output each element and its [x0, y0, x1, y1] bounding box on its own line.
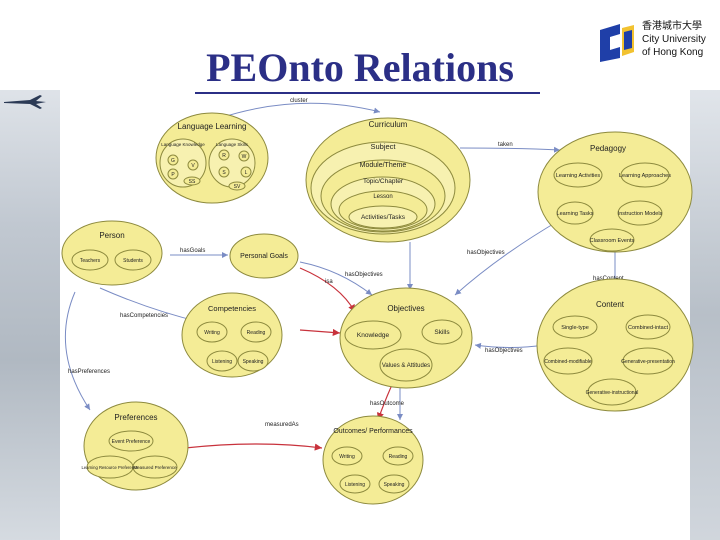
title-underline [195, 92, 540, 94]
preferences-title: Preferences [114, 413, 157, 422]
node-objectives [339, 287, 473, 389]
content-generative-instructional: Generative-instructional [586, 390, 639, 396]
curriculum-lesson: Lesson [373, 194, 392, 200]
edge-taken [459, 146, 561, 153]
edge-cluster [219, 102, 381, 119]
language-skills-label: Language Skills [216, 142, 249, 147]
ll-v: V [191, 163, 195, 169]
language-knowledge-label: Language Knowledge [161, 142, 205, 147]
node-language-learning [155, 112, 269, 204]
node-competencies [181, 292, 283, 378]
objectives-title: Objectives [387, 304, 424, 313]
edge-red-competencies-objectives [299, 328, 341, 337]
ll-s: S [222, 170, 226, 176]
competencies-speaking: Speaking [243, 359, 264, 365]
objectives-knowledge: Knowledge [357, 332, 390, 339]
competencies-title: Competencies [208, 304, 256, 313]
label-has-competencies: hasCompetencies [120, 313, 168, 319]
objectives-values: Values & Attitudes [382, 363, 430, 369]
logo-line-hk: of Hong Kong [642, 47, 704, 58]
ll-l: L [245, 170, 248, 176]
logo-chinese: 香港城市大學 [642, 21, 702, 32]
ll-p: P [171, 172, 175, 178]
ll-r: R [222, 153, 226, 159]
content-title: Content [596, 300, 625, 309]
person-teachers: Teachers [80, 258, 101, 264]
person-students: Students [123, 258, 143, 264]
personal-goals-title: Personal Goals [240, 253, 288, 260]
node-pedagogy [537, 131, 693, 253]
preferences-measured: Measured Preference [133, 465, 177, 470]
edge-red-preferences-outcomes [184, 443, 323, 451]
content-single-type: Single-type [561, 325, 589, 331]
label-has-objectives-1: hasObjectives [345, 272, 383, 278]
node-content [536, 278, 694, 412]
logo-text: 香港城市大學 City University of Hong Kong [642, 20, 706, 59]
ll-w: W [242, 154, 247, 160]
language-learning-title: Language Learning [178, 122, 247, 131]
curriculum-subject: Subject [370, 142, 396, 151]
label-has-preferences: hasPreferences [68, 369, 110, 375]
curriculum-activities: Activities/Tasks [361, 214, 406, 221]
outcomes-listening: Listening [345, 482, 365, 488]
node-curriculum [305, 117, 471, 243]
competencies-listening: Listening [212, 359, 232, 365]
pedagogy-learning-tasks: Learning Tasks [557, 211, 594, 217]
label-has-objectives-3: hasObjectives [485, 348, 523, 354]
node-outcomes [322, 415, 424, 505]
page-title: PEOnto Relations [206, 45, 514, 90]
ll-g: G [171, 158, 175, 164]
outcomes-reading: Reading [389, 454, 408, 460]
edge-has-objectives-goals [299, 261, 373, 296]
label-has-outcome: hasOutcome [370, 401, 405, 407]
outcomes-writing: Writing [339, 454, 355, 460]
content-combined-modifiable: Combined-modifiable [544, 359, 591, 365]
curriculum-module: Module/Theme [360, 162, 407, 169]
pedagogy-learning-activities: Learning Activities [556, 173, 601, 179]
preferences-event: Event Preference [112, 439, 151, 445]
competencies-reading: Reading [247, 330, 266, 336]
edge-red-goals-objectives [299, 267, 356, 313]
ll-ss: SS [189, 179, 196, 185]
pedagogy-title: Pedagogy [590, 144, 626, 153]
airplane-icon [4, 95, 46, 109]
edge-has-objectives-pedagogy [454, 219, 561, 296]
pedagogy-instruction-models: Instruction Models [618, 211, 663, 217]
label-isa: isa [325, 279, 333, 285]
node-personal-goals [229, 233, 299, 279]
label-has-goals: hasGoals [180, 248, 205, 254]
node-preferences [83, 401, 189, 491]
background-photo-right [690, 90, 720, 540]
cityu-logo-icon [600, 24, 634, 62]
person-title: Person [99, 231, 124, 240]
ll-sv: SV [234, 184, 241, 190]
background-photo-left [0, 90, 60, 540]
preferences-learning-resource: Learning Resource Preference [81, 465, 139, 470]
curriculum-title: Curriculum [369, 120, 408, 129]
content-generative-presentation: Generative-presentation [621, 359, 675, 365]
outcomes-title: Outcomes/ Performances [333, 428, 413, 435]
logo-line-city: City University [642, 34, 706, 45]
label-has-objectives-2: hasObjectives [467, 250, 505, 256]
edge-has-preferences [64, 291, 91, 411]
label-measured-as: measuredAs [265, 422, 299, 428]
label-taken: taken [498, 142, 513, 148]
pedagogy-learning-approaches: Learning Approaches [619, 173, 671, 179]
node-person [61, 220, 163, 286]
objectives-skills: Skills [434, 329, 450, 336]
competencies-writing: Writing [204, 330, 220, 336]
content-combined-intact: Combined-intact [628, 325, 669, 331]
curriculum-topic: Topic/Chapter [363, 178, 404, 185]
label-cluster: cluster [290, 98, 308, 104]
outcomes-speaking: Speaking [384, 482, 405, 488]
pedagogy-classroom-events: Classroom Events [590, 238, 635, 244]
university-logo: 香港城市大學 City University of Hong Kong [592, 14, 717, 70]
